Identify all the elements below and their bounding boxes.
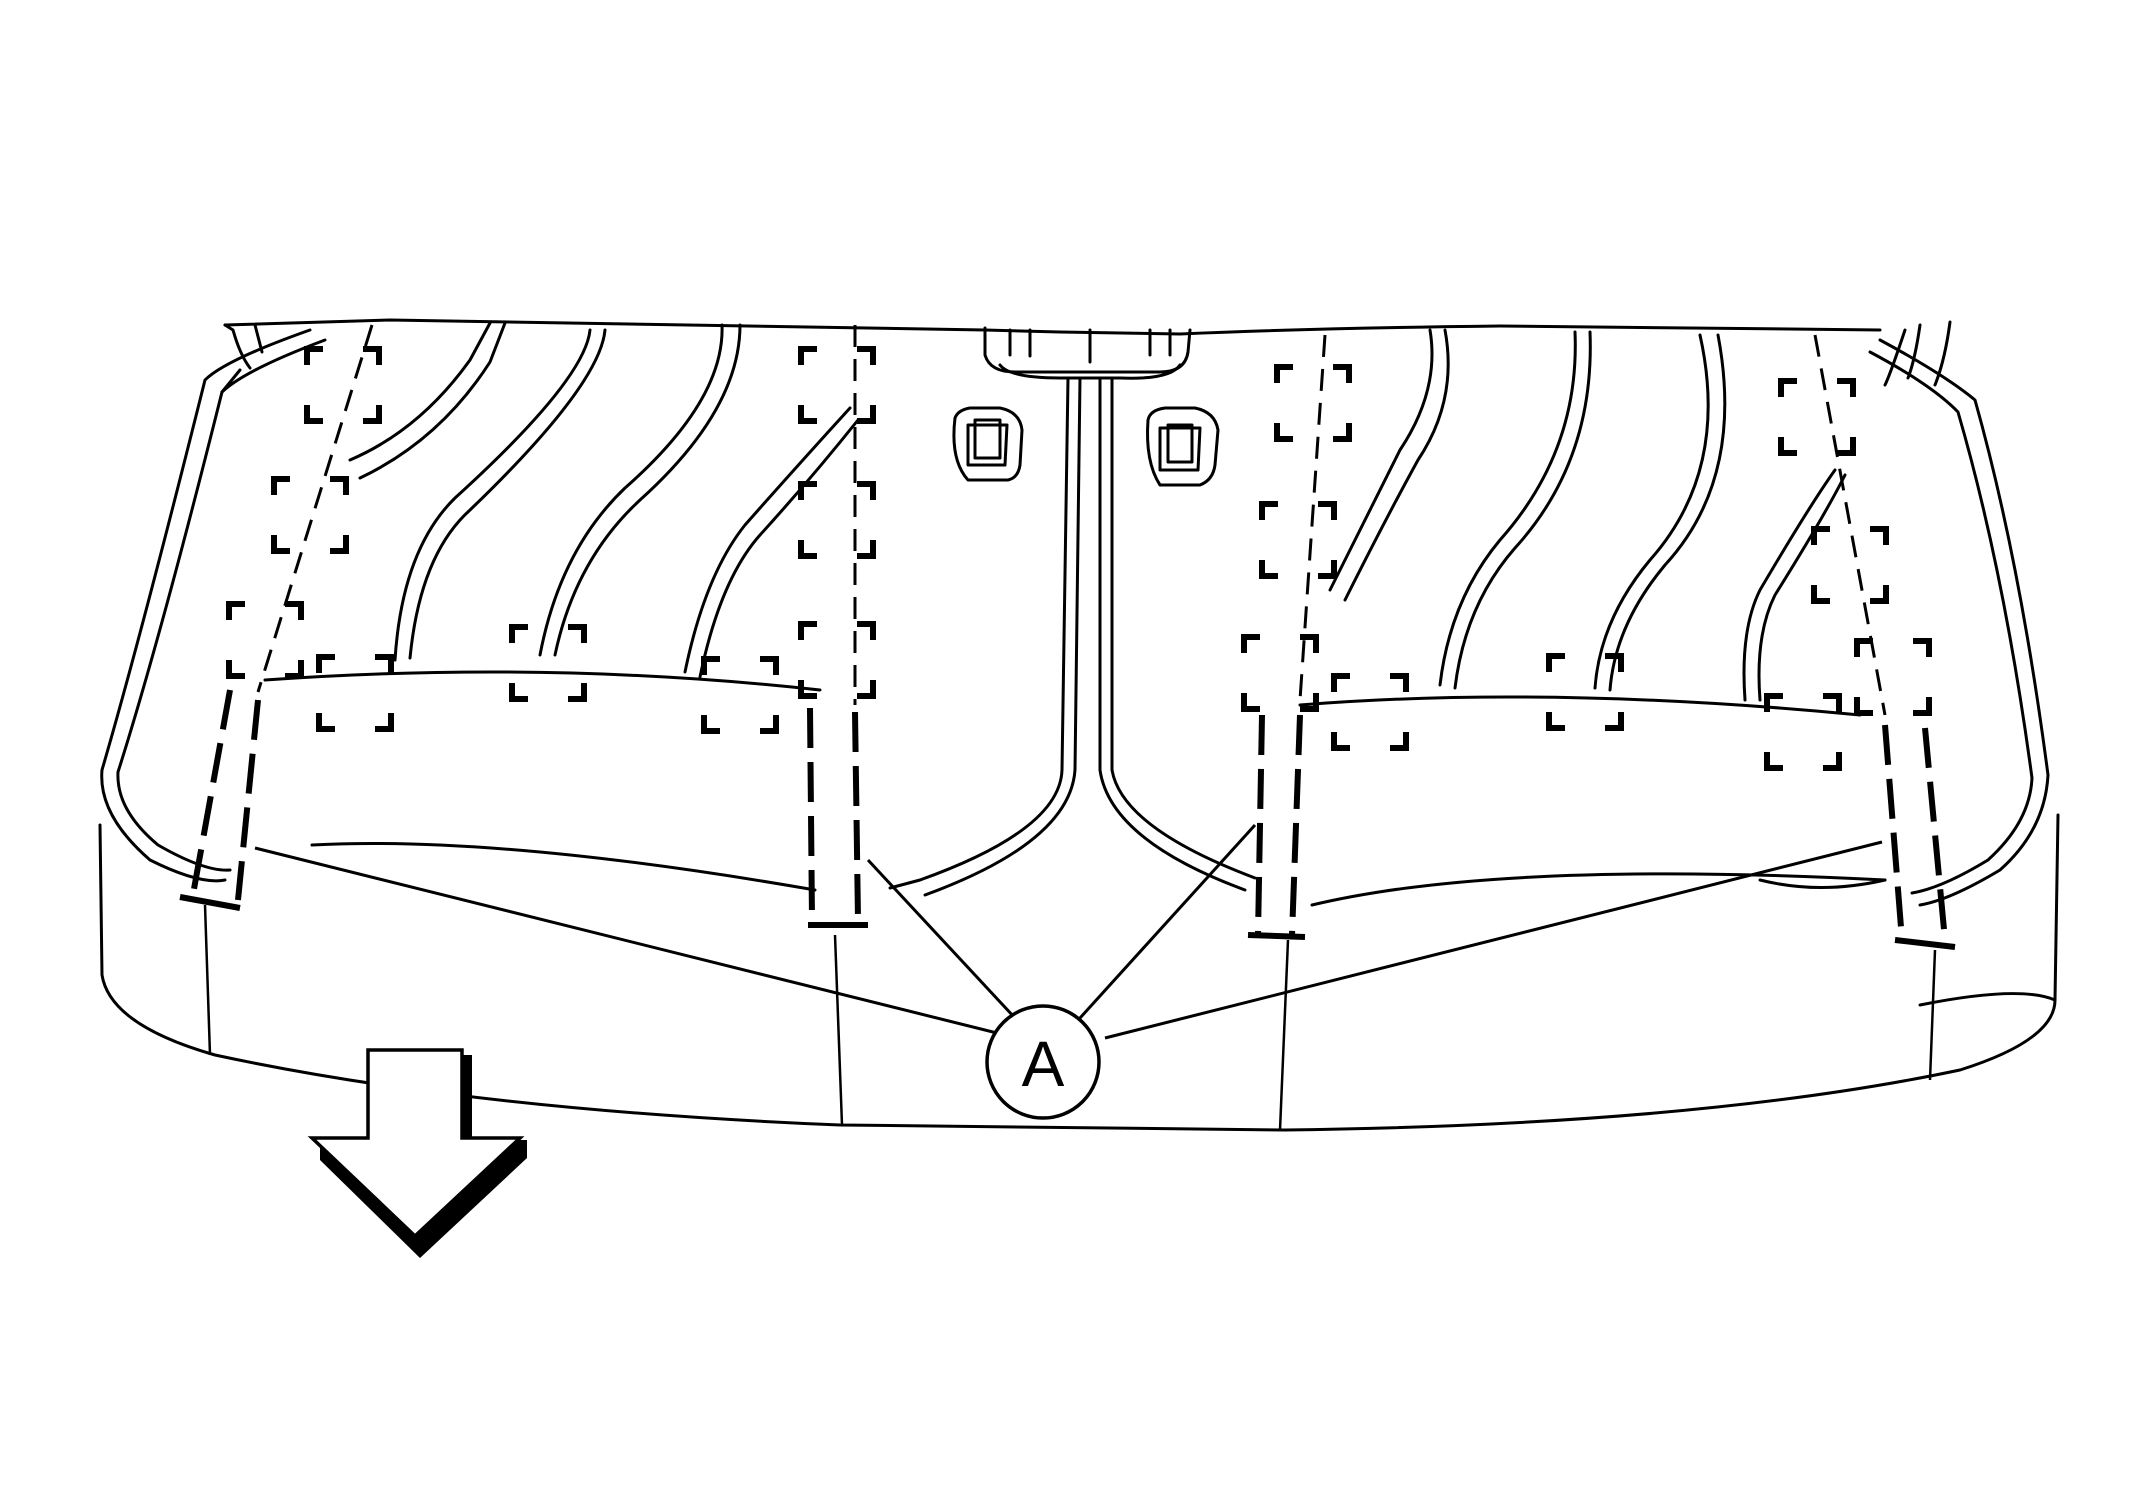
stitch-grooves-left	[348, 321, 860, 679]
clip-marker	[1546, 653, 1624, 731]
clip-marker	[509, 624, 587, 702]
callout-a: A	[985, 1004, 1101, 1120]
top-mounts	[220, 320, 1952, 394]
clip-marker	[1811, 526, 1889, 604]
callout-label: A	[1022, 1028, 1065, 1100]
buckle-clip-left	[952, 406, 1024, 482]
clip-marker	[1241, 634, 1319, 712]
clip-marker	[1259, 501, 1337, 579]
seat-cushion-outline	[98, 318, 2060, 1132]
hook-strips	[179, 689, 1956, 950]
clip-marker	[798, 346, 876, 424]
clip-marker	[1778, 378, 1856, 456]
clip-marker	[304, 346, 382, 424]
clip-marker	[1854, 638, 1932, 716]
center-channel	[888, 376, 1257, 897]
clip-marker	[271, 476, 349, 554]
clip-marker	[798, 481, 876, 559]
hidden-clip-markers	[226, 346, 1932, 771]
clip-marker	[1274, 364, 1352, 442]
stitch-grooves-right	[1328, 328, 1847, 702]
clip-marker	[316, 654, 394, 732]
callout-leaders	[254, 823, 1883, 1040]
callout-circle	[985, 1004, 1101, 1120]
direction-arrow-down	[307, 1048, 527, 1258]
clip-marker	[1331, 673, 1409, 751]
clip-marker	[798, 621, 876, 699]
clip-marker	[226, 601, 304, 679]
clip-marker	[1764, 693, 1842, 771]
buckle-clip-right	[1146, 406, 1220, 487]
hidden-seam-lines	[256, 324, 1887, 716]
clip-marker	[701, 656, 779, 734]
bolster-seam	[263, 670, 1862, 717]
